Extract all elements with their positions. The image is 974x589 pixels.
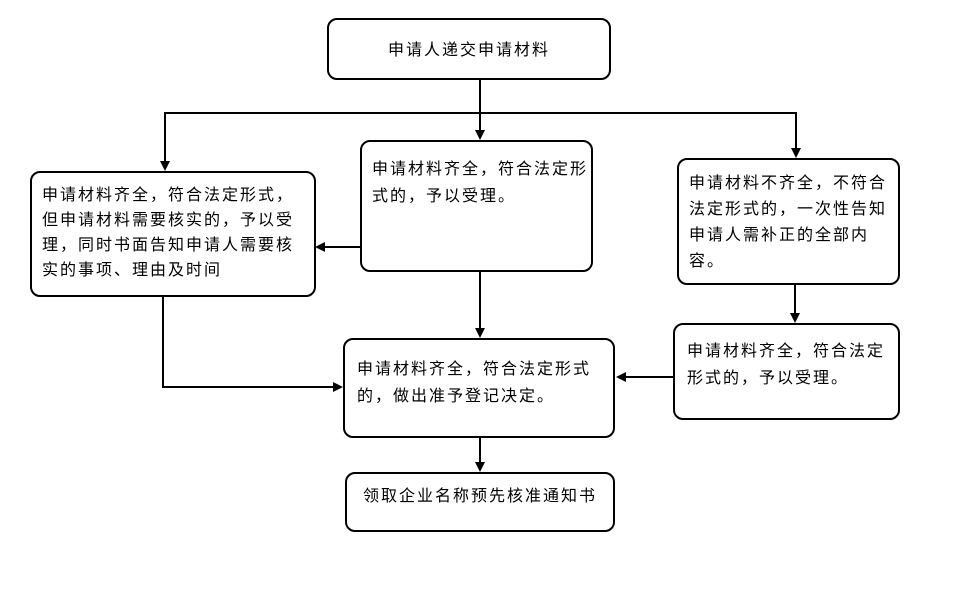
arrowhead-down-icon <box>475 328 485 338</box>
flow-box-incomplete-materials: 申请材料不齐全，不符合 法定形式的，一次性告知 申请人需补正的全部内 容。 <box>677 158 900 285</box>
connector-branch-right-drop <box>795 112 797 149</box>
connector-verify-drop <box>162 297 164 388</box>
flow-box-start: 申请人递交申请材料 <box>327 18 611 80</box>
flow-box-verify-needed: 申请材料齐全，符合法定形式， 但申请材料需要核实的，予以受 理，同时书面告知申请… <box>30 171 316 297</box>
flow-box-accepted-middle: 申请材料齐全，符合法定形 式的，予以受理。 <box>360 140 593 272</box>
connector-acceptmid-to-verify <box>324 246 362 248</box>
arrowhead-right-icon <box>333 382 343 392</box>
flow-box-registration-decision: 申请材料齐全，符合法定形式 的，做出准予登记决定。 <box>343 338 615 438</box>
connector-branch-left-drop <box>164 112 166 162</box>
connector-start-drop <box>479 80 481 113</box>
connector-acceptright-to-decision <box>625 376 673 378</box>
arrowhead-left-icon <box>315 242 325 252</box>
connector-branch-mid-drop <box>479 112 481 131</box>
arrowhead-left-icon <box>616 372 626 382</box>
arrowhead-down-icon <box>160 161 170 171</box>
connector-verify-to-decision <box>162 386 334 388</box>
flow-box-accepted-right: 申请材料齐全，符合法定 形式的，予以受理。 <box>673 323 900 420</box>
connector-decision-to-finish <box>479 438 481 464</box>
flow-box-finish-notice: 领取企业名称预先核准通知书 <box>345 472 615 532</box>
arrowhead-down-icon <box>475 130 485 140</box>
connector-incomplete-to-acceptright <box>794 285 796 315</box>
arrowhead-down-icon <box>475 462 485 472</box>
connector-acceptmid-to-decision <box>479 272 481 329</box>
arrowhead-down-icon <box>791 148 801 158</box>
arrowhead-down-icon <box>790 313 800 323</box>
